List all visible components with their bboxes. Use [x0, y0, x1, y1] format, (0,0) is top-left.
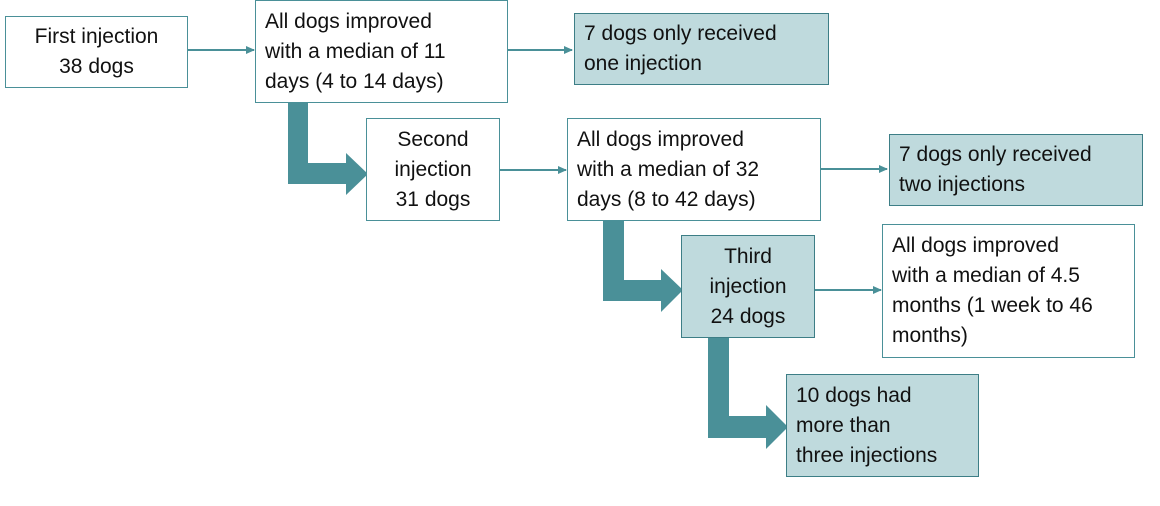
box-line: All dogs improved [577, 127, 744, 151]
second-outcome-box: All dogs improved with a median of 32 da… [567, 118, 821, 221]
more-than-three-injections-box: 10 dogs had more than three injections [786, 374, 979, 477]
box-line: 31 dogs [395, 187, 471, 211]
box-line: Second [397, 127, 469, 151]
box-line: days (8 to 42 days) [577, 187, 756, 211]
box-line: injection [709, 274, 787, 298]
first-outcome-box: All dogs improved with a median of 11 da… [255, 0, 508, 103]
box-line: more than [796, 413, 891, 437]
one-injection-only-box: 7 dogs only received one injection [574, 13, 829, 85]
box-line: months (1 week to 46 [892, 294, 1093, 317]
box-line: 24 dogs [710, 304, 786, 328]
first-injection-box: First injection 38 dogs [5, 16, 188, 88]
two-injections-only-box: 7 dogs only received two injections [889, 134, 1143, 206]
box-line: 7 dogs only received [584, 22, 777, 45]
third-injection-box: Third injection 24 dogs [681, 235, 815, 338]
box-line: 38 dogs [59, 55, 134, 78]
box-line: two injections [899, 173, 1026, 196]
box-line: days (4 to 14 days) [265, 69, 444, 93]
box-line: one injection [584, 52, 702, 75]
second-injection-box: Second injection 31 dogs [366, 118, 500, 221]
third-outcome-box: All dogs improved with a median of 4.5 m… [882, 224, 1135, 358]
box-line: Third [724, 244, 772, 268]
box-line: three injections [796, 443, 938, 467]
box-line: with a median of 32 [577, 157, 760, 181]
box-line: 10 dogs had [796, 383, 912, 407]
box-line: All dogs improved [265, 9, 432, 33]
bent-arrow-to-third [603, 221, 683, 312]
box-line: with a median of 4.5 [892, 264, 1080, 287]
box-line: All dogs improved [892, 234, 1059, 257]
box-line: injection [394, 157, 472, 181]
box-line: months) [892, 324, 968, 347]
box-line: 7 dogs only received [899, 143, 1092, 166]
bent-arrow-to-more-than-three [708, 338, 788, 449]
box-line: First injection [34, 25, 159, 48]
bent-arrow-to-second [288, 103, 368, 195]
box-line: with a median of 11 [265, 39, 446, 63]
